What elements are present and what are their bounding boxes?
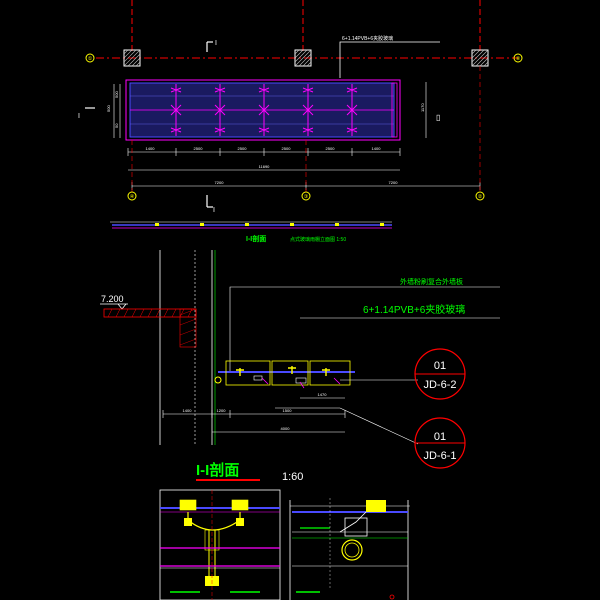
axis-label: ⑧ [516, 56, 521, 62]
dim-bottom: 2500 [282, 146, 292, 151]
bracket-box [309, 360, 351, 386]
elevation-strip: I-I剖面 点式玻璃雨棚立面图 1:50 [110, 221, 392, 243]
dim-bottom: 2500 [238, 146, 248, 151]
section-detail-left [159, 489, 281, 600]
dim-bottom: 1200 [217, 408, 227, 413]
dim-bottom: 2500 [326, 146, 336, 151]
clamp-fitting [179, 499, 197, 511]
detail-callout[interactable]: 01 JD-6-1 [414, 417, 466, 469]
spider-fittings [170, 84, 358, 136]
dim-bottom: 2500 [194, 146, 204, 151]
column-marker [294, 49, 312, 67]
axis-bubble [301, 191, 311, 201]
dim-total: 11690 [259, 164, 271, 169]
axis-label: ③ [304, 194, 309, 200]
note-glass: 6+1.14PVB+6夹胶玻璃 [363, 303, 465, 316]
section-mark-top: I [215, 40, 217, 47]
strip-title: I-I剖面 [246, 234, 266, 243]
clamp-fitting [366, 500, 386, 512]
axis-label: ② [478, 194, 483, 200]
detail-callout[interactable]: 01 JD-6-2 [414, 348, 466, 400]
dim-left: 500 [114, 91, 119, 98]
bracket-box [225, 360, 271, 386]
note-wall: 外墙粉刷复合外墙板 [400, 277, 463, 286]
axis-bubble [475, 191, 485, 201]
dim-left: 500 [106, 105, 111, 112]
glass-note: 6+1.14PVB+6夹胶玻璃 [342, 35, 393, 42]
callout-ref: JD-6-1 [423, 450, 456, 462]
column-marker [123, 49, 141, 67]
pipe-section [341, 539, 363, 561]
dim-mid: 1470 [318, 392, 328, 397]
dim-bottom: 1400 [372, 146, 382, 151]
axis-label: ① [88, 56, 93, 62]
section-mark-left: I [78, 113, 80, 120]
section-title: I-I剖面 [196, 461, 239, 479]
axis-bubble [85, 53, 95, 63]
dim-bottom: 1400 [183, 408, 193, 413]
axis-bubble [513, 53, 523, 63]
dim-bottom: 1500 [283, 408, 293, 413]
dim-axis: 7200 [215, 180, 225, 185]
axis-label: ④ [130, 194, 135, 200]
section-detail-right [289, 498, 410, 600]
clamp-fitting [231, 499, 249, 511]
callout-number: 01 [434, 360, 446, 372]
elevation-mark: 7.200 [101, 294, 124, 304]
callout-ref: JD-6-2 [423, 379, 456, 391]
callout-number: 01 [434, 431, 446, 443]
dim-axis: 7200 [389, 180, 399, 185]
section-title-block: I-I剖面 1:60 [196, 461, 303, 483]
axis-bubble [127, 191, 137, 201]
dim-bottom: 1400 [146, 146, 156, 151]
plan-side-mark: ▯ [436, 113, 440, 122]
detail-view: 7.200 外墙粉刷复合外墙板 6+1.14PVB+6夹胶玻璃 1470 [100, 250, 500, 445]
section-mark-bottom: I [213, 207, 215, 214]
dim-right: 1170 [420, 103, 425, 112]
dim-total: 4000 [281, 426, 291, 431]
dim-left: 50 [114, 123, 119, 128]
section-scale: 1:60 [282, 471, 303, 483]
plan-view: ① ⑧ I I I 6+1.14PVB+6夹胶玻璃 [78, 0, 523, 214]
canopy-outline [125, 79, 401, 141]
strip-subtitle: 点式玻璃雨棚立面图 1:50 [290, 236, 346, 243]
bracket-box [271, 360, 309, 386]
